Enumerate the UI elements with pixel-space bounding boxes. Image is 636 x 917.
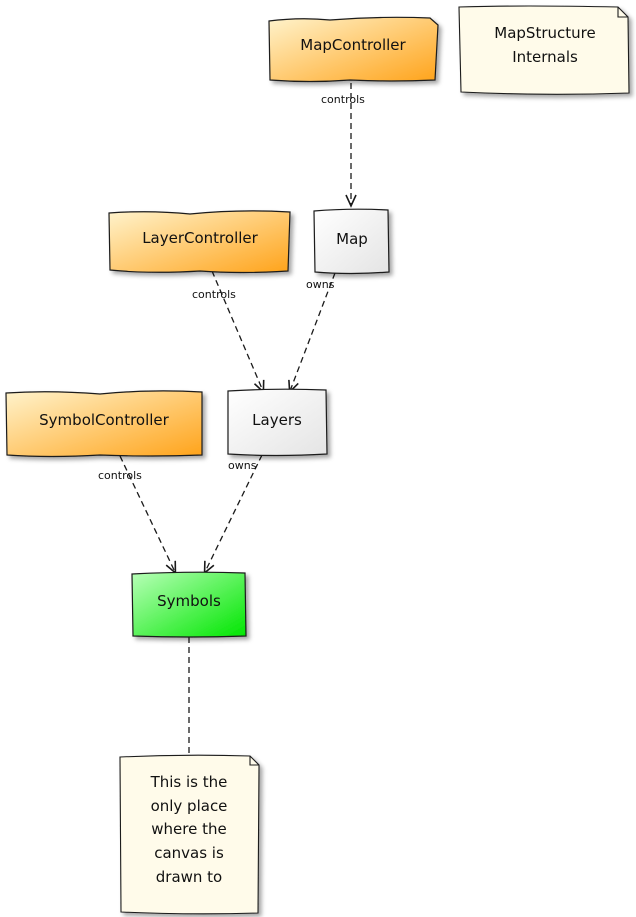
node-label-symbols: Symbols	[157, 592, 221, 610]
note-title-line-2: Internals	[512, 48, 578, 66]
note-canvas-drawing	[119, 754, 260, 915]
node-label-symbol-controller: SymbolController	[39, 411, 169, 429]
node-label-map-controller: MapController	[300, 36, 406, 54]
note-canvas-line-2: only place	[151, 797, 228, 815]
edge-label-controls: controls	[321, 93, 365, 106]
edge-symbol-controller-controls-symbols: controls	[98, 455, 177, 575]
edge-layer-controller-controls-layers: controls	[192, 270, 265, 394]
node-label-layer-controller: LayerController	[142, 229, 258, 247]
node-symbols[interactable]	[131, 571, 247, 638]
edge-map-controller-controls-map: controls	[321, 83, 365, 208]
note-canvas-line-5: drawn to	[156, 868, 222, 886]
edge-layers-owns-symbols: owns	[203, 454, 263, 575]
edge-label-controls: controls	[192, 288, 236, 301]
note-canvas-line-4: canvas is	[154, 844, 224, 862]
note-canvas-line-1: This is the	[150, 773, 228, 791]
node-symbol-controller[interactable]	[5, 390, 203, 458]
edge-label-owns: owns	[228, 459, 257, 472]
node-map[interactable]	[313, 208, 390, 275]
note-map-structure-internals	[458, 5, 630, 95]
node-layer-controller[interactable]	[108, 210, 291, 274]
node-map-controller[interactable]	[268, 16, 439, 83]
edge-label-controls: controls	[98, 469, 142, 482]
edge-map-owns-layers: owns	[288, 272, 336, 394]
node-label-map: Map	[336, 230, 368, 248]
note-canvas-line-3: where the	[151, 820, 226, 838]
node-label-layers: Layers	[252, 411, 302, 429]
note-title-line-1: MapStructure	[494, 24, 595, 42]
node-layers[interactable]	[227, 388, 328, 457]
edge-label-owns: owns	[306, 278, 335, 291]
